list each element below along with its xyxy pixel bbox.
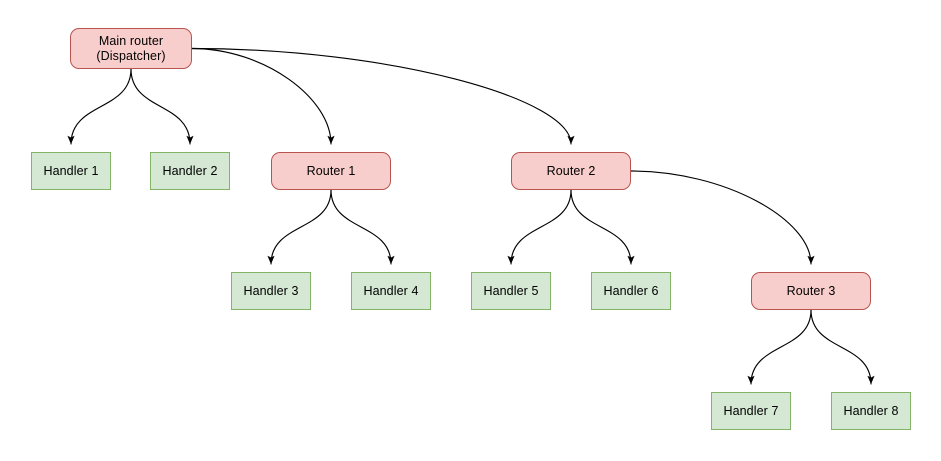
node-handler-2[interactable]: Handler 2 — [150, 152, 230, 190]
node-handler-1[interactable]: Handler 1 — [31, 152, 111, 190]
node-handler-5[interactable]: Handler 5 — [471, 272, 551, 310]
node-label: Main router (Dispatcher) — [96, 33, 166, 63]
node-label: Handler 6 — [603, 283, 659, 298]
edge-router3-handler7 — [747, 309, 812, 385]
edge-router2-router3 — [630, 170, 815, 265]
edge-router2-handler5 — [507, 189, 572, 265]
edge-main-router1 — [191, 47, 335, 145]
node-label: Handler 8 — [843, 403, 899, 418]
edge-main-handler2 — [130, 68, 194, 145]
node-label: Router 2 — [546, 163, 596, 178]
node-handler-8[interactable]: Handler 8 — [831, 392, 911, 430]
node-main-router[interactable]: Main router (Dispatcher) — [70, 28, 192, 69]
node-handler-7[interactable]: Handler 7 — [711, 392, 791, 430]
edge-main-router2 — [191, 47, 575, 145]
node-label: Handler 7 — [723, 403, 779, 418]
node-handler-3[interactable]: Handler 3 — [231, 272, 311, 310]
edge-router3-handler8 — [810, 309, 875, 385]
edge-router1-handler4 — [330, 189, 395, 265]
node-label: Handler 5 — [483, 283, 539, 298]
node-handler-6[interactable]: Handler 6 — [591, 272, 671, 310]
node-router-3[interactable]: Router 3 — [751, 272, 871, 310]
edge-main-handler1 — [67, 68, 132, 145]
node-router-1[interactable]: Router 1 — [271, 152, 391, 190]
node-router-2[interactable]: Router 2 — [511, 152, 631, 190]
node-label: Router 1 — [306, 163, 356, 178]
node-label: Handler 2 — [162, 163, 218, 178]
node-label: Handler 3 — [243, 283, 299, 298]
node-label: Handler 4 — [363, 283, 419, 298]
node-label: Router 3 — [786, 283, 836, 298]
node-label: Handler 1 — [43, 163, 99, 178]
edge-router2-handler6 — [570, 189, 635, 265]
node-handler-4[interactable]: Handler 4 — [351, 272, 431, 310]
edge-router1-handler3 — [267, 189, 332, 265]
